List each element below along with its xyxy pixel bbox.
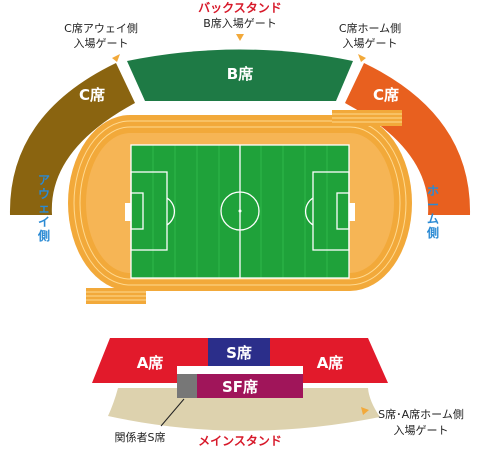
home-side-label: ホーム側 xyxy=(426,184,439,240)
svg-text:ホーム側: ホーム側 xyxy=(426,184,439,240)
staff-s-seat-label: 関係者S席 xyxy=(115,430,166,444)
gate-c-away-label-line2: 入場ゲート xyxy=(74,37,129,50)
c-seat-away-block[interactable] xyxy=(9,63,135,215)
main-stand-walkway xyxy=(108,388,380,431)
gate-c-away-marker xyxy=(112,54,120,62)
s-seat-block[interactable] xyxy=(208,338,270,366)
soccer-pitch xyxy=(125,144,355,279)
sf-seat-block[interactable] xyxy=(197,374,303,398)
gate-c-home-label-line1: C席ホーム側 xyxy=(339,21,401,35)
b-seat-label: B席 xyxy=(227,65,253,83)
b-seat-block[interactable] xyxy=(127,49,353,102)
a-seat-home-block[interactable] xyxy=(270,338,388,383)
a-seat-away-label: A席 xyxy=(137,354,164,372)
gate-c-home-label-line2: 入場ゲート xyxy=(343,37,398,50)
gate-b-marker xyxy=(236,34,244,41)
staff-s-seat-block[interactable] xyxy=(177,374,197,398)
gate-c-home-marker xyxy=(358,54,366,62)
gate-s-a-home-label-line2: 入場ゲート xyxy=(394,424,449,437)
c-seat-home-block[interactable] xyxy=(345,63,471,215)
staff-s-seat-pointer xyxy=(160,398,185,427)
away-side-label: アウェイ側 xyxy=(37,173,50,243)
gate-c-away-label-line1: C席アウェイ側 xyxy=(64,21,138,35)
sf-seat-label: SF席 xyxy=(222,378,258,396)
main-stand-label: メインスタンド xyxy=(198,434,282,448)
gate-s-a-home-marker xyxy=(361,407,369,415)
c-seat-home-label: C席 xyxy=(373,86,399,104)
svg-text:アウェイ側: アウェイ側 xyxy=(37,173,50,243)
c-seat-away-label: C席 xyxy=(79,86,105,104)
gate-s-a-home-label-line1: S席･A席ホーム側 xyxy=(378,407,464,421)
gate-b-label: B席入場ゲート xyxy=(203,16,277,30)
a-seat-home-label: A席 xyxy=(317,354,344,372)
a-seat-away-block[interactable] xyxy=(92,338,208,383)
back-stand-label: バックスタンド xyxy=(198,1,282,15)
s-seat-label: S席 xyxy=(226,344,252,362)
